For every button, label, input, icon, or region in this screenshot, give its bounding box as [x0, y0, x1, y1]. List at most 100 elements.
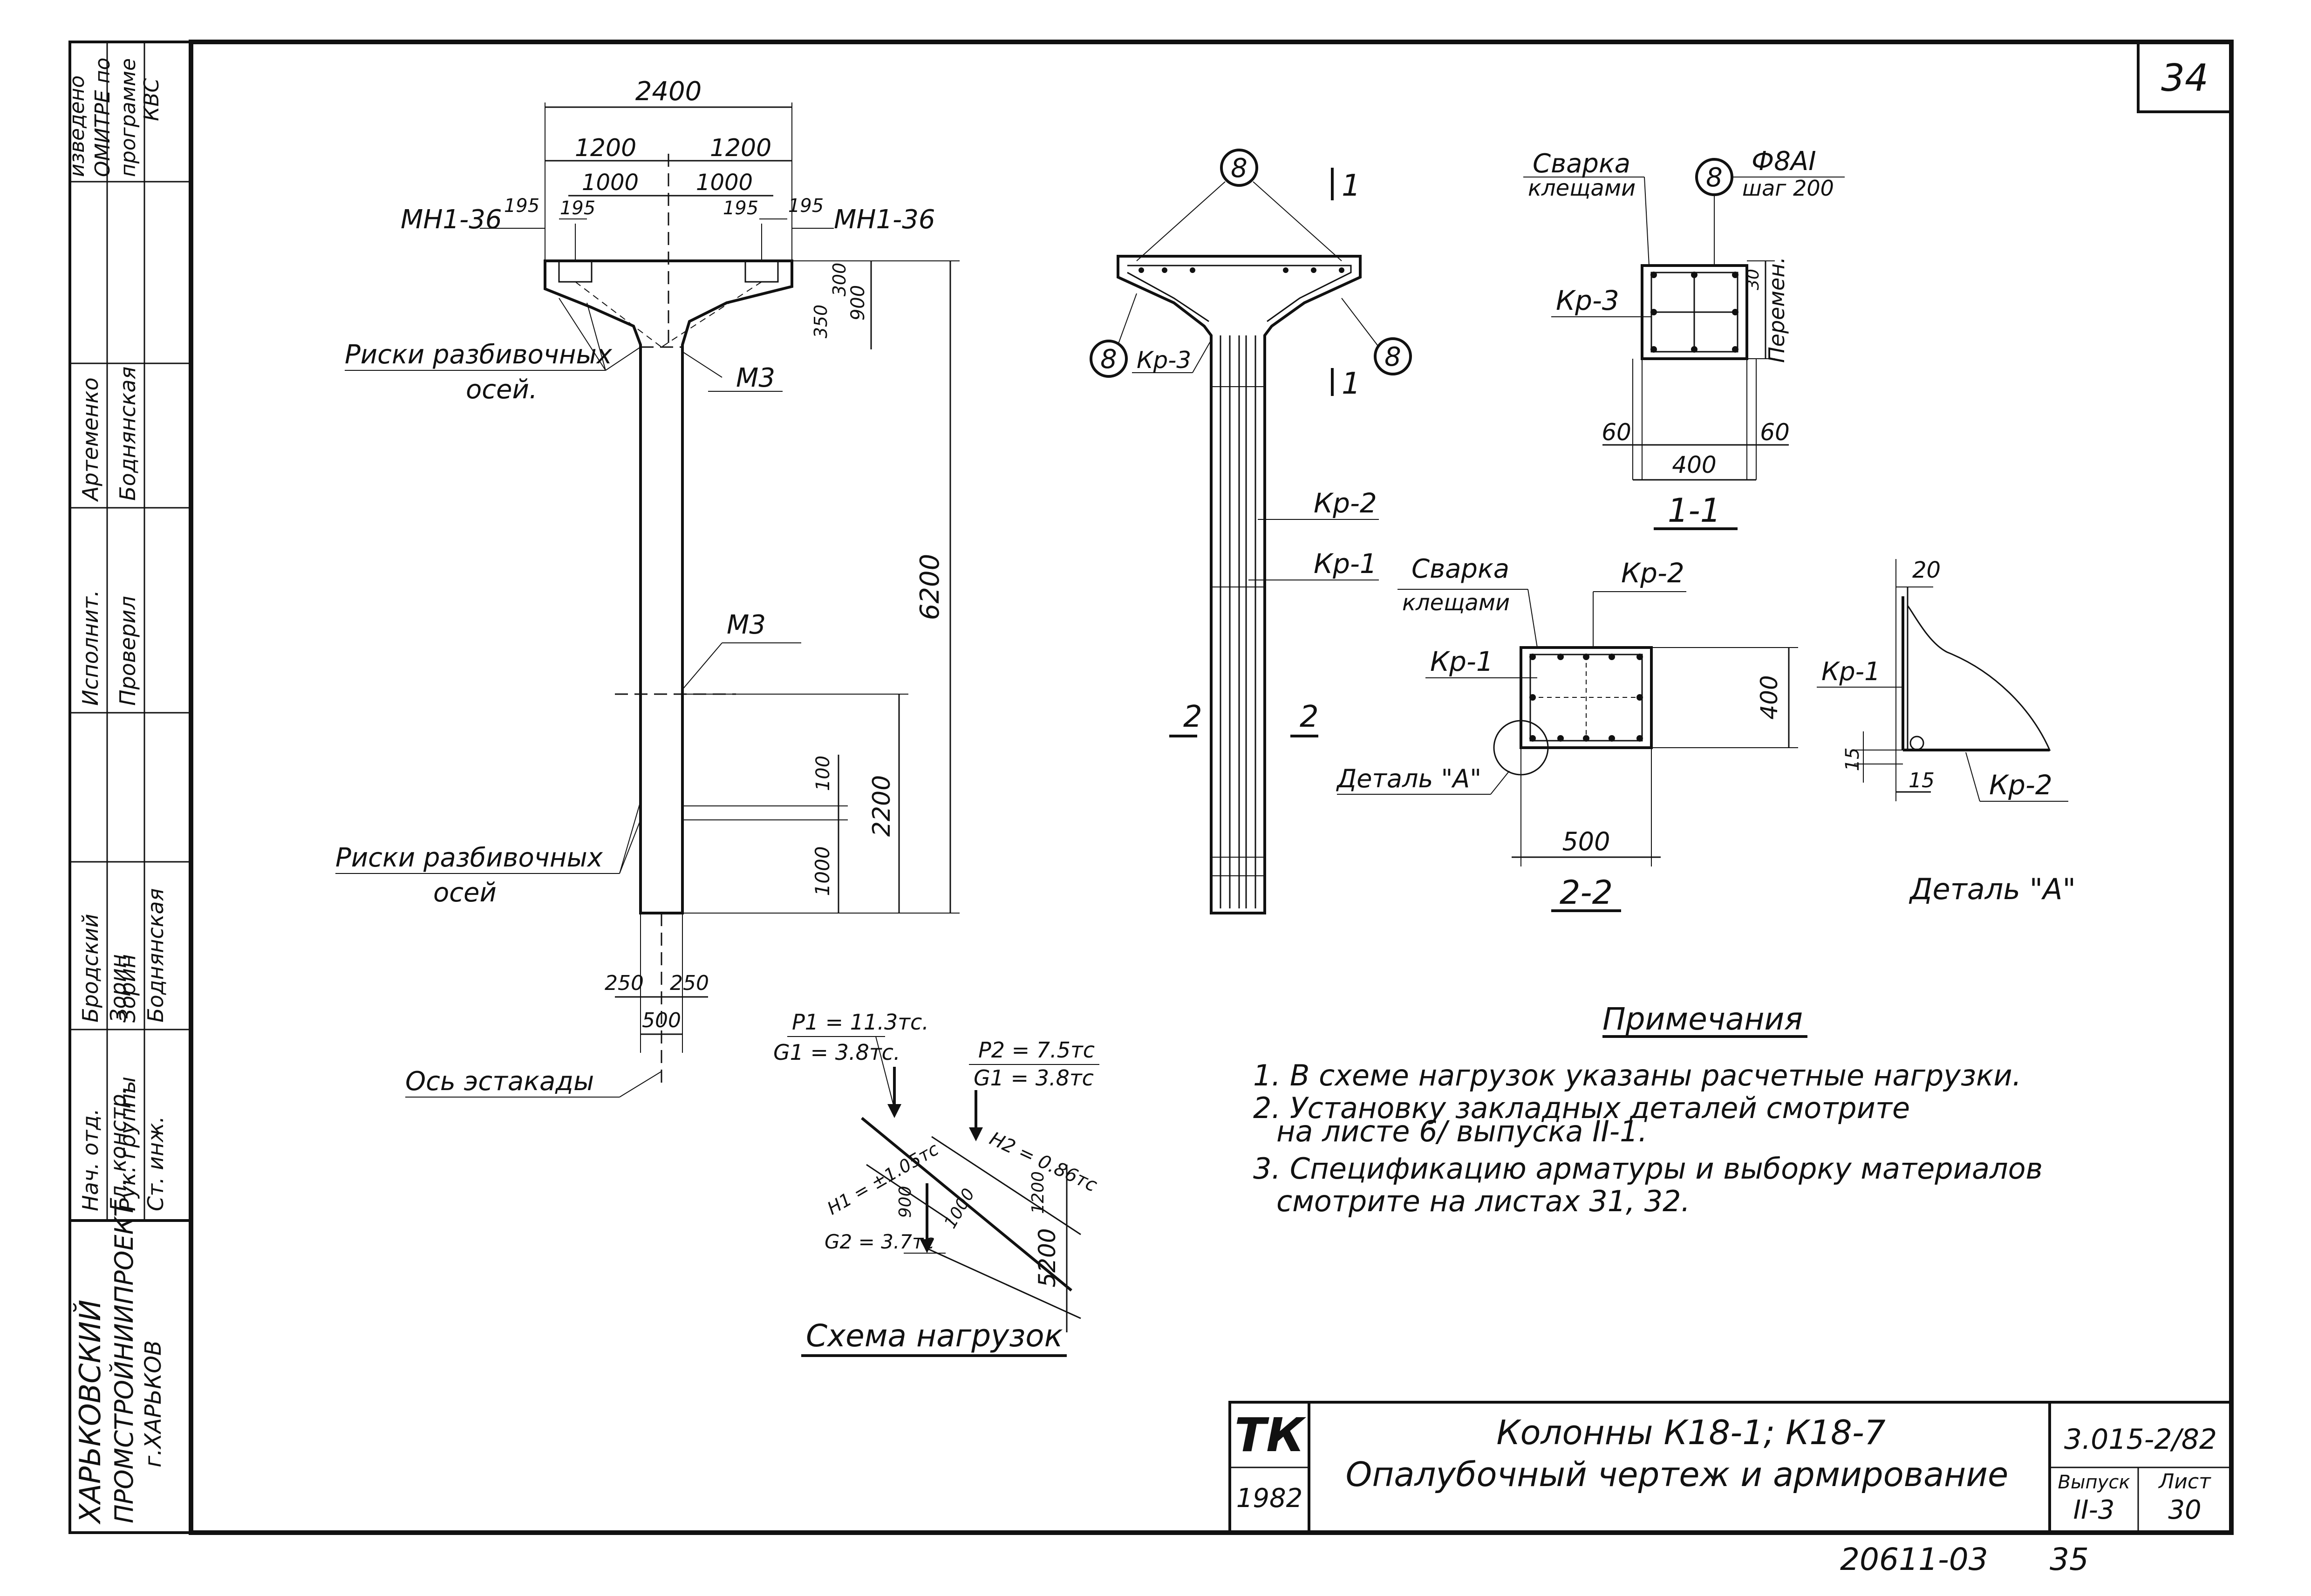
dim-195-d: 195 — [788, 195, 824, 217]
s11-dim-60-left: 60 — [1602, 419, 1631, 446]
left-stamp: Нач. отд. Гл. констр. Рук. группы Ст. ин… — [65, 41, 192, 1534]
s22-weld-line2: клещами — [1402, 590, 1510, 616]
s11-dim-400: 400 — [1672, 451, 1716, 478]
dim-300: 300 — [829, 263, 850, 297]
s22-weld-line1: Сварка — [1411, 554, 1509, 584]
notes: Примечания 1. В схеме нагрузок указаны р… — [1253, 1001, 2043, 1218]
detail-a: 20 Кр-1 15 15 Кр-2 Деталь "А" — [1817, 557, 2076, 906]
notes-item1: 1. В схеме нагрузок указаны расчетные на… — [1253, 1058, 2021, 1092]
reinf-outline — [1117, 255, 1362, 914]
stamp-name-5: Боднянская — [115, 367, 140, 501]
da-dim-15-h: 15 — [1909, 769, 1935, 792]
s11-bar-spec-2: шаг 200 — [1742, 176, 1834, 201]
s22-outline — [1520, 646, 1653, 749]
tb-year: 1982 — [1236, 1483, 1303, 1514]
da-dim-20: 20 — [1912, 557, 1941, 583]
stamp-name-2: Зорин — [115, 954, 140, 1023]
s11-title: 1-1 — [1668, 491, 1721, 530]
dim-1000-left: 1000 — [582, 170, 639, 196]
dim-6200: 6200 — [915, 554, 945, 621]
section-2-left: 2 — [1183, 700, 1202, 734]
stamp-org-3: г.ХАРЬКОВ — [140, 1340, 166, 1467]
stamp-note-1: изведено — [65, 75, 89, 177]
section-2-right: 2 — [1300, 700, 1319, 734]
da-dim-15-v: 15 — [1842, 748, 1863, 771]
section-2-2: Сварка клещами Кр-2 Кр-1 400 Деталь "А — [1336, 554, 1798, 912]
notes-heading: Примечания — [1602, 1001, 1803, 1037]
tb-title-line1: Колонны К18-1; К18-7 — [1496, 1413, 1886, 1452]
stamp-role-1: Гл. констр. — [106, 1087, 131, 1211]
stamp-org-1: ХАРЬКОВСКИЙ — [73, 1300, 107, 1525]
label-m3-top: М3 — [736, 363, 775, 393]
dim-1000-v: 1000 — [811, 846, 834, 896]
embedded-plate-right — [744, 260, 779, 283]
dim-350: 350 — [811, 305, 831, 339]
dim-900: 900 — [847, 285, 869, 321]
s22-label-kp1: Кр-1 — [1430, 646, 1493, 677]
stamp-name-4: Артеменко — [78, 377, 103, 502]
risks-bottom-line2: осей — [433, 878, 497, 908]
dim-2400: 2400 — [635, 76, 702, 107]
ls-p2: P2 = 7.5тс — [978, 1037, 1095, 1063]
risks-top-line1: Риски разбивочных — [345, 340, 613, 370]
stamp-role-3: Ст. инж. — [143, 1116, 168, 1211]
stamp-role-4: Исполнит. — [78, 590, 103, 706]
ls-h1: H1 = ±1.05тс — [824, 1139, 942, 1219]
stamp-org-2: ПРОМСТРОЙНИИПРОЕКТ — [109, 1200, 139, 1523]
ls-dim-5200: 5200 — [1034, 1228, 1061, 1287]
stamp-name-0: Бродский — [78, 914, 103, 1023]
tb-sheet-label: Лист — [2158, 1470, 2211, 1494]
section-1-1: Сварка клещами 8 Ф8АI шаг 200 Кр-3 30 Пе… — [1523, 146, 1845, 530]
s11-mark-8: 8 — [1706, 163, 1723, 193]
s11-weld-line2: клещами — [1528, 175, 1636, 201]
ls-dim-1200: 1200 — [1029, 1171, 1048, 1214]
dim-100: 100 — [812, 756, 834, 791]
tb-title-line2: Опалубочный чертеж и армирование — [1346, 1455, 2009, 1494]
title-block: ТК 1982 Колонны К18-1; К18-7 Опалубочный… — [1228, 1401, 2233, 1534]
dim-1200-left: 1200 — [575, 134, 636, 162]
stamp-note-4: КВС — [140, 78, 164, 121]
dim-195-a: 195 — [504, 195, 539, 217]
notes-item3b: смотрите на листах 31, 32. — [1276, 1184, 1690, 1218]
dim-195-c: 195 — [723, 198, 758, 219]
tb-issue-value: II-3 — [2073, 1495, 2115, 1525]
risks-top-line2: осей. — [466, 375, 538, 405]
s22-detail-ref: Деталь "А" — [1336, 764, 1481, 793]
label-kp3-reinf: Кр-3 — [1137, 347, 1191, 374]
da-label-kp1: Кр-1 — [1821, 657, 1880, 686]
ls-dim-900: 900 — [896, 1186, 915, 1218]
stamp-role-2: Рук. группы — [115, 1077, 140, 1211]
da-title: Деталь "А" — [1909, 872, 2076, 906]
s11-dim-30: 30 — [1744, 269, 1763, 290]
label-mn-left: МН1-36 — [401, 205, 502, 235]
s22-label-kp2: Кр-2 — [1621, 557, 1684, 589]
dim-1200-right: 1200 — [710, 134, 771, 162]
section-1-bottom: 1 — [1342, 367, 1361, 401]
stamp-note-3: программе — [116, 58, 140, 177]
axis-label: Ось эстакады — [405, 1066, 594, 1097]
ls-p1: P1 = 11.3тс. — [792, 1009, 929, 1035]
tb-issue-label: Выпуск — [2058, 1472, 2130, 1493]
notes-item3a: 3. Спецификацию арматуры и выборку матер… — [1253, 1152, 2043, 1186]
label-kp2-reinf: Кр-2 — [1314, 487, 1377, 519]
archive-number: 20611-03 — [1840, 1541, 1988, 1577]
mark-8-top: 8 — [1231, 153, 1248, 184]
label-m3-mid: М3 — [727, 610, 766, 640]
embedded-plate-left — [558, 260, 593, 283]
dim-250-left: 250 — [605, 971, 644, 995]
corner-sheet-number-text: 34 — [2161, 56, 2209, 100]
tb-logo: ТК — [1234, 1408, 1306, 1462]
s11-bar-spec-1: Ф8АI — [1752, 146, 1816, 177]
s11-dim-var: Перемен. — [1764, 257, 1789, 363]
corner-sheet-number: 34 — [2137, 41, 2233, 113]
label-kp1-reinf: Кр-1 — [1314, 548, 1377, 580]
s22-dim-400: 400 — [1756, 675, 1783, 719]
section-1-top: 1 — [1342, 169, 1361, 203]
s11-dim-60-right: 60 — [1760, 419, 1790, 446]
dim-195-b: 195 — [560, 198, 595, 219]
ls-g1-left: G1 = 3.8тс. — [773, 1040, 900, 1065]
label-mn-right: МН1-36 — [834, 205, 935, 235]
mark-8-right: 8 — [1384, 342, 1401, 372]
ls-g1-right: G1 = 3.8тс — [974, 1065, 1094, 1091]
